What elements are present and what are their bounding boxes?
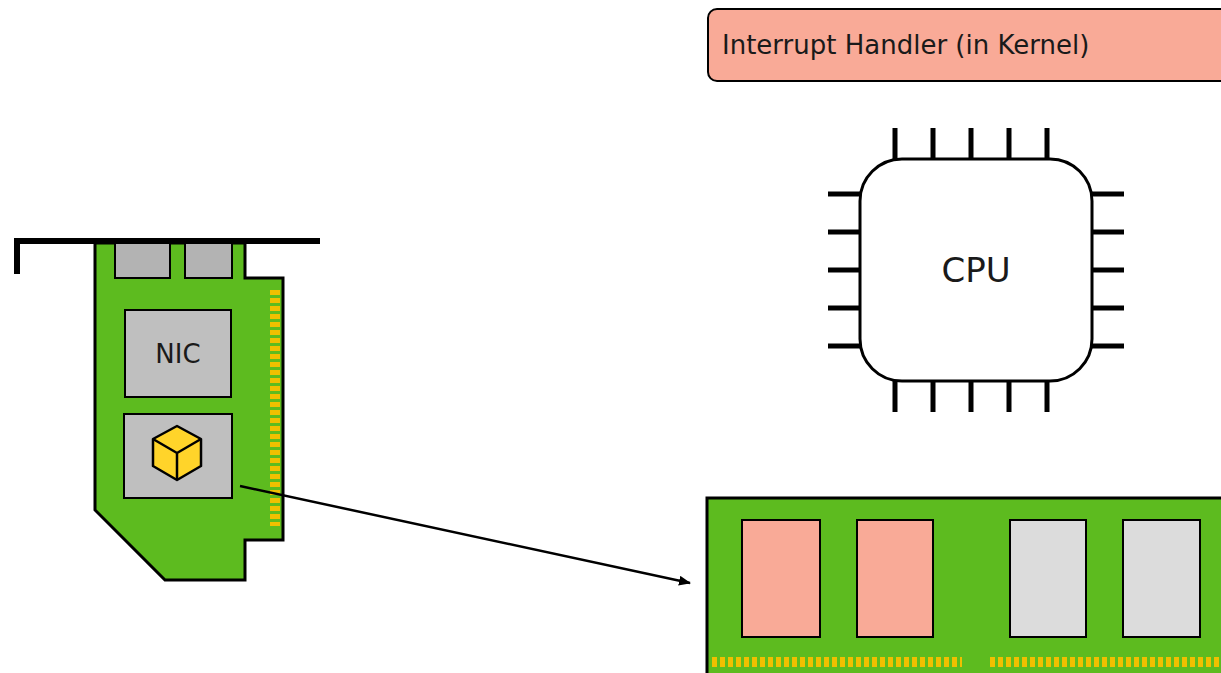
memory-chip [742,520,820,637]
node-label: NIC [155,339,200,369]
memory-chip [857,520,933,637]
gold-fingers [270,290,280,526]
memory-chip [1010,520,1086,637]
card-port [185,243,232,278]
packet-cube [153,426,201,480]
ram-module [707,498,1221,673]
ram-pins [990,657,1221,667]
nic-board [95,243,283,580]
handler-box: Interrupt Handler (in Kernel) [707,8,1221,82]
buffer-chip [124,414,232,498]
ram-pins [712,657,962,667]
node-label: CPU [941,250,1010,290]
memory-chip [1123,520,1200,637]
cpu-chip: CPU [858,157,1094,383]
nic-chip: NIC [124,309,232,398]
node-label: Interrupt Handler (in Kernel) [722,30,1089,60]
card-port [115,243,170,278]
dma-arrow [240,486,690,583]
